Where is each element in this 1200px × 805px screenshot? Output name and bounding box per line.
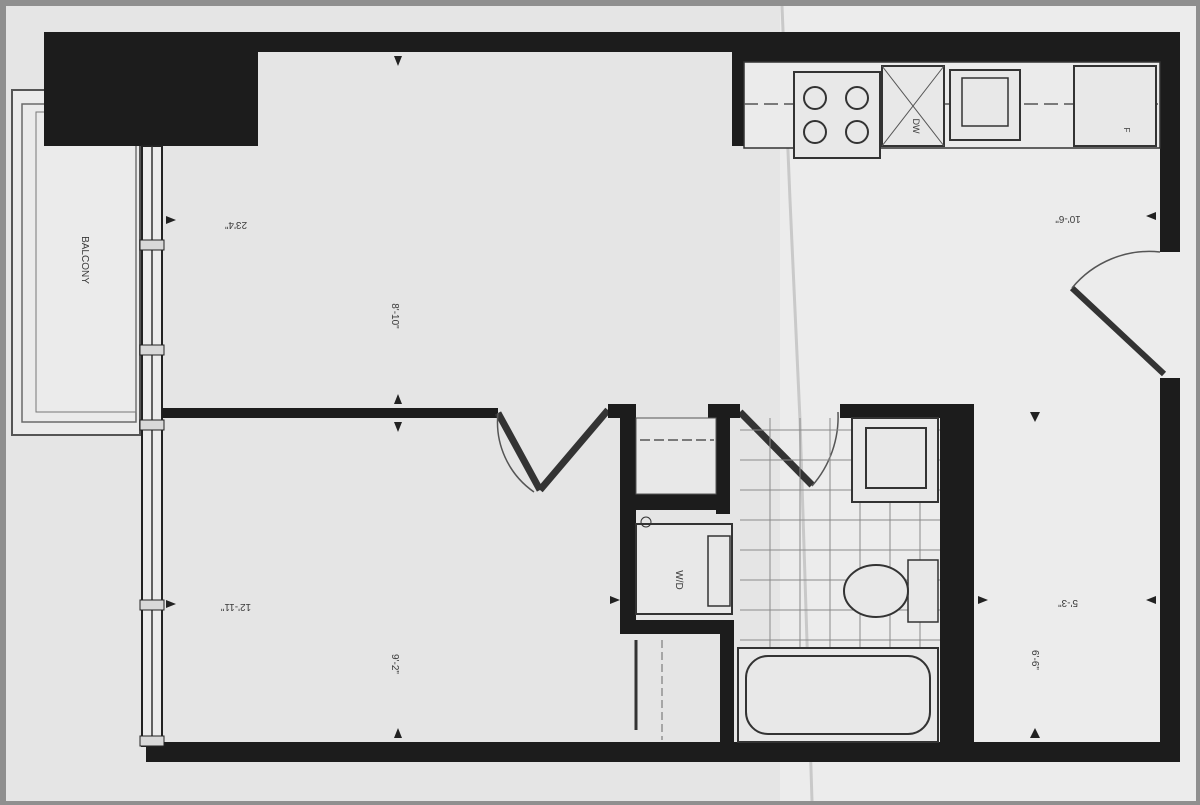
dishwasher: DW [881,65,945,147]
exterior-walls [44,32,1180,762]
window-wall [139,145,165,747]
balcony-label: BALCONY [79,236,90,284]
dishwasher-label: DW [911,119,921,134]
fridge: F [1073,65,1157,147]
bathtub [737,647,939,743]
linen-closet [634,640,663,740]
entry-door [1069,250,1167,377]
bathroom-walls [608,404,974,748]
bedroom-dimension-label: 8'-10" [389,303,400,329]
bedroom-area-label: 23'4" [224,219,247,230]
room-labels: 23'4" 8'-10" 12'-11" 9'-2" 10'-6" 5'-3" … [220,213,1080,674]
stove [793,71,881,159]
kitchen-dimension-label: 10'-6" [1055,213,1081,224]
entry-dimension-label: 6'-6" [1029,650,1040,670]
vanity-sink [851,417,939,503]
toilet [843,559,939,623]
bedroom-divider-wall [162,408,544,493]
balcony: BALCONY [11,89,141,436]
living-dimension-label: 9'-2" [389,654,400,674]
fridge-label: F [1122,128,1131,133]
closet [635,417,717,495]
kitchen-sink [949,69,1021,141]
washer-dryer: W/D [635,516,733,615]
foyer-dimension-label: 5'-3" [1058,597,1078,608]
dimension-markers [166,56,1156,738]
living-area-label: 12'-11" [220,601,251,612]
washer-dryer-label: W/D [673,570,684,589]
